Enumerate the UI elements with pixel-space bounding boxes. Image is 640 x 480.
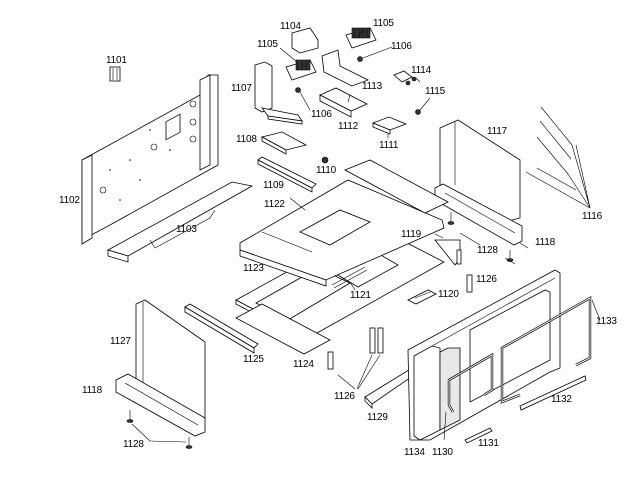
label-1127: 1127 [110,336,131,347]
part-1121-cross-member [331,266,368,289]
part-1113-plate [321,49,369,87]
part-1111-tray [371,116,408,135]
label-1108: 1108 [236,134,257,145]
label-1126-right: 1126 [476,274,497,285]
label-1122: 1122 [264,199,285,210]
label-1101: 1101 [106,55,127,66]
label-1129: 1129 [367,412,388,423]
label-1117: 1117 [487,126,507,137]
part-1130-handle [443,352,494,441]
label-1119: 1119 [401,229,421,240]
label-1111: 1111 [379,140,399,151]
label-1123: 1123 [243,263,264,274]
label-1118-right: 1118 [535,237,555,248]
label-1113: 1113 [362,81,382,92]
label-1126-bottom: 1126 [334,391,355,402]
part-1104-bracket [291,27,319,54]
label-1107: 1107 [231,83,252,94]
label-1110: 1110 [316,165,336,176]
label-1116: 1116 [582,211,602,222]
part-1110-nut [321,156,329,164]
part-1126-brackets [327,274,473,390]
label-1134: 1134 [404,447,425,458]
label-1115: 1115 [425,86,445,97]
part-1115-connector [415,97,431,115]
part-1116-rack-rails [525,106,591,209]
part-1106-fasteners [295,46,393,111]
part-1109-beam [257,156,317,193]
leader-lines [279,29,529,299]
part-1124-pan [235,303,331,355]
part-1122-1123-oven-floor [239,159,449,287]
label-1106-right: 1106 [391,41,412,52]
part-1105-right [345,27,377,49]
label-1128-right: 1128 [477,245,498,256]
label-1128-left: 1128 [123,439,144,450]
part-1117-side-panel [434,119,523,246]
label-1124: 1124 [293,359,314,370]
part-1102-back-panel [81,74,219,245]
label-1102: 1102 [59,195,80,206]
label-1120: 1120 [438,289,459,300]
label-1121: 1121 [350,290,371,301]
label-1105-right: 1105 [373,18,394,29]
label-1131: 1131 [478,438,499,449]
part-1125-rail [184,303,259,354]
part-1128-leveler-feet [126,212,516,449]
part-1114-valve [393,70,417,86]
label-1114: 1114 [411,65,431,76]
label-1103: 1103 [176,224,197,235]
part-1101-clip [109,66,121,82]
label-1106-left: 1106 [311,109,332,120]
part-1127-side-panel [115,299,206,437]
label-1118-left: 1118 [82,385,102,396]
part-1133-handle-rod [500,295,601,404]
label-1104: 1104 [280,21,301,32]
label-1109: 1109 [263,180,284,191]
part-1132-strip [519,375,587,411]
label-1112: 1112 [338,121,358,132]
label-1105-left: 1105 [257,39,278,50]
part-1131-hinge [464,427,493,444]
label-1130: 1130 [432,447,453,458]
part-1112-tray [319,87,368,118]
part-1108-tray [260,131,308,155]
part-1105-left [285,59,317,81]
label-1133: 1133 [596,316,617,327]
label-1125: 1125 [243,354,264,365]
label-1132: 1132 [551,394,572,405]
part-1107-column [254,61,303,125]
part-1119-gusset [434,239,462,266]
part-1103-rail [106,181,254,263]
